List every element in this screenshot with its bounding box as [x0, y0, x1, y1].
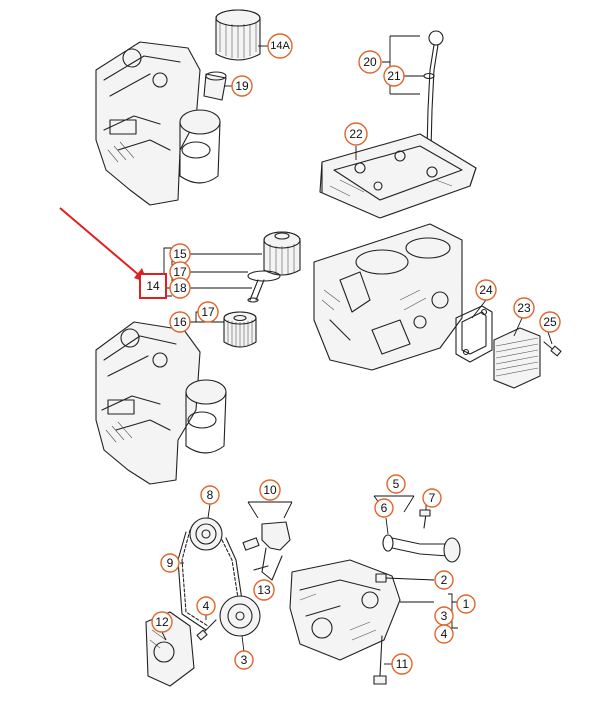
svg-text:13: 13	[257, 583, 271, 597]
svg-text:3: 3	[241, 653, 248, 667]
callout-17-top: 17	[169, 261, 191, 283]
pickup-pipe-5	[391, 537, 461, 563]
svg-text:15: 15	[173, 247, 187, 261]
cap-19	[203, 71, 227, 101]
engine-block	[313, 223, 463, 371]
svg-text:21: 21	[387, 69, 401, 83]
callout-3-right: 3	[434, 606, 454, 626]
callout-13: 13	[253, 579, 275, 601]
svg-text:22: 22	[349, 127, 363, 141]
svg-text:24: 24	[479, 283, 493, 297]
svg-text:20: 20	[363, 55, 377, 69]
svg-text:1: 1	[463, 597, 470, 611]
svg-text:8: 8	[207, 488, 214, 502]
oil-pump	[289, 559, 401, 661]
callout-17-bottom: 17	[197, 301, 219, 323]
svg-text:3: 3	[441, 609, 448, 623]
svg-text:17: 17	[201, 305, 215, 319]
callout-8: 8	[200, 485, 220, 505]
callout-5: 5	[386, 474, 406, 494]
callout-15: 15	[169, 243, 191, 265]
callout-25: 25	[539, 311, 561, 333]
svg-text:2: 2	[441, 573, 448, 587]
chain-9	[177, 529, 243, 631]
callout-20: 20	[358, 50, 382, 74]
callout-21: 21	[383, 65, 405, 87]
callout-7: 7	[422, 488, 442, 508]
sleeve-2	[375, 573, 387, 583]
callout-10: 10	[259, 479, 281, 501]
oil-filter-14a	[215, 9, 261, 61]
filter-stem-18	[247, 279, 265, 303]
svg-text:12: 12	[155, 615, 169, 629]
bolt-25	[543, 341, 562, 357]
filter-element-16	[223, 311, 257, 348]
lower-filter-housing	[95, 321, 227, 485]
svg-text:11: 11	[396, 657, 409, 671]
label-14: 14	[146, 279, 160, 293]
callout-9: 9	[160, 553, 180, 573]
bolt-4a	[196, 619, 217, 641]
callout-22: 22	[344, 122, 368, 146]
callout-19: 19	[231, 75, 253, 97]
callout-4-right: 4	[434, 624, 454, 644]
svg-text:16: 16	[173, 315, 187, 329]
callout-2: 2	[434, 570, 454, 590]
filter-cap-15	[263, 231, 301, 276]
highlight-box-14	[139, 273, 167, 299]
callout-1: 1	[456, 594, 476, 614]
seal-21	[423, 72, 435, 80]
upper-filter-housing	[95, 41, 221, 206]
svg-text:17: 17	[173, 265, 187, 279]
svg-text:25: 25	[543, 315, 557, 329]
callout-12: 12	[151, 611, 173, 633]
svg-text:10: 10	[263, 483, 277, 497]
valve-cover-22	[319, 133, 477, 219]
sprocket-8	[189, 517, 223, 551]
gasket-24	[455, 305, 493, 363]
svg-text:6: 6	[381, 501, 388, 515]
sprocket-3	[219, 595, 261, 637]
bolt-7	[419, 509, 431, 529]
oil-cooler-23	[493, 327, 541, 389]
callout-24: 24	[475, 279, 497, 301]
callout-11: 11	[391, 653, 413, 675]
svg-text:5: 5	[393, 477, 400, 491]
chain-tensioner-10	[242, 521, 291, 581]
svg-text:14A: 14A	[270, 40, 290, 52]
svg-text:4: 4	[203, 599, 210, 613]
svg-text:18: 18	[173, 281, 187, 295]
svg-text:19: 19	[235, 79, 249, 93]
bolt-11	[373, 635, 387, 685]
callout-16: 16	[169, 311, 191, 333]
o-ring-6	[382, 534, 394, 552]
callout-4-left: 4	[196, 596, 216, 616]
callout-23: 23	[513, 297, 535, 319]
svg-text:9: 9	[167, 556, 174, 570]
svg-text:4: 4	[441, 627, 448, 641]
callout-18: 18	[169, 277, 191, 299]
callout-3-left: 3	[234, 650, 254, 670]
callout-6: 6	[374, 498, 394, 518]
callout-14a: 14A	[267, 33, 293, 59]
svg-text:7: 7	[429, 491, 436, 505]
svg-text:23: 23	[517, 301, 531, 315]
red-pointer-arrow	[59, 207, 148, 283]
